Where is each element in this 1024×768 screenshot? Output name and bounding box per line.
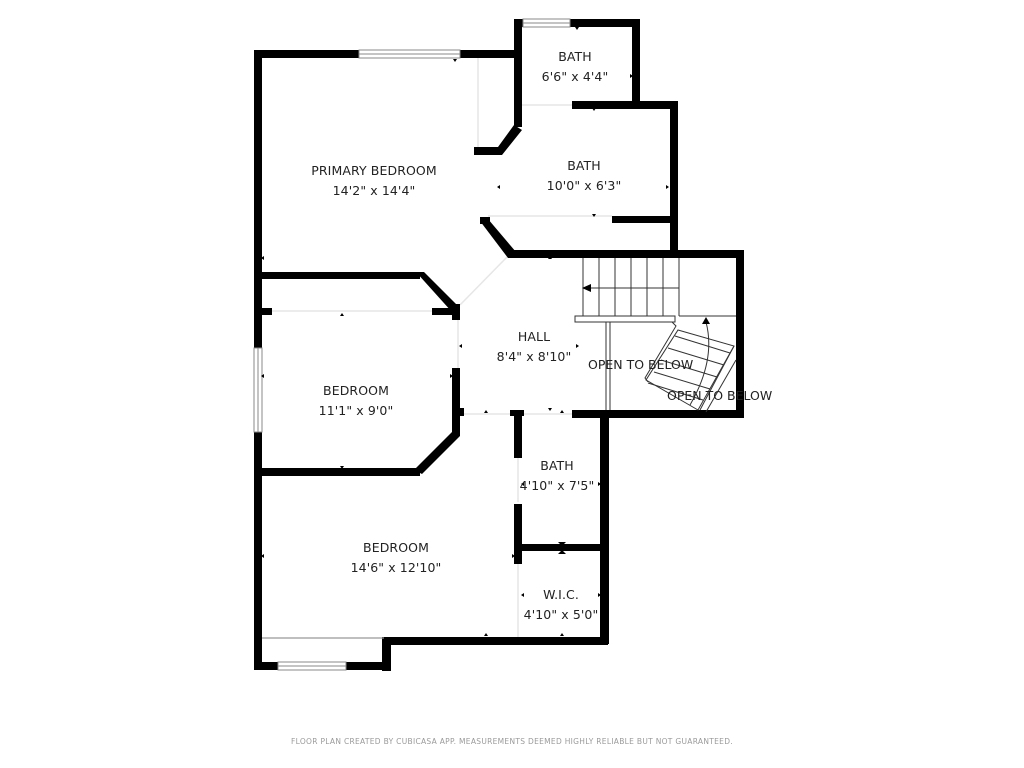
room-name: W.I.C.: [543, 587, 579, 602]
room-name: BATH: [567, 158, 601, 173]
room-dimensions: 11'1" x 9'0": [318, 403, 394, 418]
dimension-ticks: [261, 27, 669, 636]
room-name: BEDROOM: [323, 383, 389, 398]
room-bedroom-middle: BEDROOM 11'1" x 9'0": [319, 381, 394, 421]
disclaimer-footer: FLOOR PLAN CREATED BY CUBICASA APP. MEAS…: [291, 737, 733, 746]
room-name: BATH: [558, 49, 592, 64]
staircase: [574, 258, 737, 413]
room-name: BATH: [540, 458, 574, 473]
room-name: HALL: [517, 329, 551, 344]
room-dimensions: 6'6" x 4'4": [541, 69, 609, 84]
room-bath-primary: BATH 10'0" x 6'3": [547, 156, 622, 196]
room-dimensions: 4'10" x 5'0": [523, 607, 599, 622]
room-dimensions: 14'6" x 12'10": [350, 560, 442, 575]
room-bedroom-bottom: BEDROOM 14'6" x 12'10": [351, 538, 442, 578]
room-dimensions: 4'10" x 7'5": [519, 478, 595, 493]
windows: [253, 18, 571, 671]
walls: [254, 19, 744, 671]
room-dimensions: 10'0" x 6'3": [546, 178, 622, 193]
opening-lines: [270, 58, 632, 638]
room-wic: W.I.C. 4'10" x 5'0": [524, 585, 599, 625]
room-bath-hall: BATH 4'10" x 7'5": [520, 456, 595, 496]
open-to-below-label: OPEN TO BELOW: [667, 388, 773, 403]
room-name: PRIMARY BEDROOM: [311, 163, 437, 178]
open-to-below-label: OPEN TO BELOW: [588, 357, 694, 372]
room-primary-bedroom: PRIMARY BEDROOM 14'2" x 14'4": [311, 161, 437, 201]
room-bath-small: BATH 6'6" x 4'4": [542, 47, 609, 87]
stair-arrows: [582, 284, 710, 324]
room-dimensions: 14'2" x 14'4": [332, 183, 416, 198]
room-hall: HALL 8'4" x 8'10": [497, 327, 572, 367]
room-dimensions: 8'4" x 8'10": [496, 349, 572, 364]
room-name: BEDROOM: [363, 540, 429, 555]
